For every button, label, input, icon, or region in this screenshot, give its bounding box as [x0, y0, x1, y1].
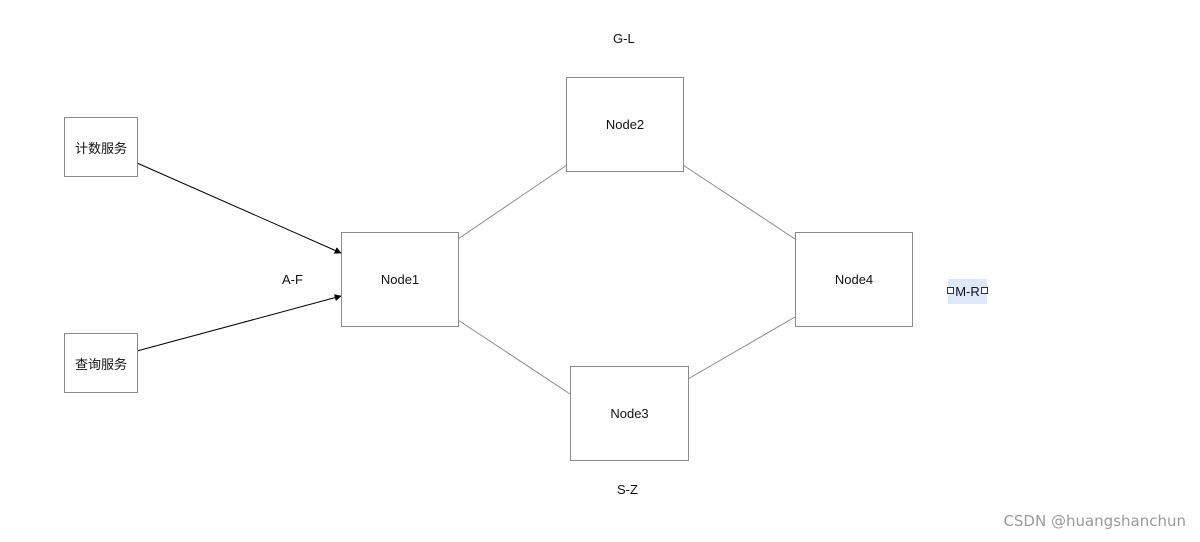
node4-label: Node4	[834, 272, 874, 287]
edge-node1-node2	[457, 164, 568, 240]
edge-node2-node4	[682, 164, 796, 240]
node1-label: Node1	[380, 272, 420, 287]
arrow-count-to-node1	[136, 162, 342, 254]
node3-box[interactable]: Node3	[570, 366, 689, 461]
range-label-m-r: M-R	[955, 284, 980, 299]
edge-node3-node1	[457, 319, 571, 395]
range-label-m-r-selected[interactable]: M-R	[947, 279, 988, 304]
range-label-a-f[interactable]: A-F	[282, 272, 303, 287]
arrow-query-to-node1	[136, 294, 342, 352]
node1-box[interactable]: Node1	[341, 232, 459, 327]
edge-node4-node3	[687, 316, 796, 380]
range-label-g-l[interactable]: G-L	[613, 31, 635, 46]
range-label-s-z[interactable]: S-Z	[617, 482, 638, 497]
node2-label: Node2	[605, 117, 645, 132]
query-service-label: 查询服务	[74, 356, 127, 372]
node2-box[interactable]: Node2	[566, 77, 684, 172]
resize-handle-left[interactable]	[947, 287, 954, 294]
node4-box[interactable]: Node4	[795, 232, 913, 327]
query-service-box[interactable]: 查询服务	[64, 333, 138, 393]
count-service-box[interactable]: 计数服务	[64, 117, 138, 177]
node3-label: Node3	[610, 406, 649, 421]
count-service-label: 计数服务	[74, 140, 127, 156]
resize-handle-right[interactable]	[981, 287, 988, 294]
watermark: CSDN @huangshanchun	[1003, 512, 1186, 530]
